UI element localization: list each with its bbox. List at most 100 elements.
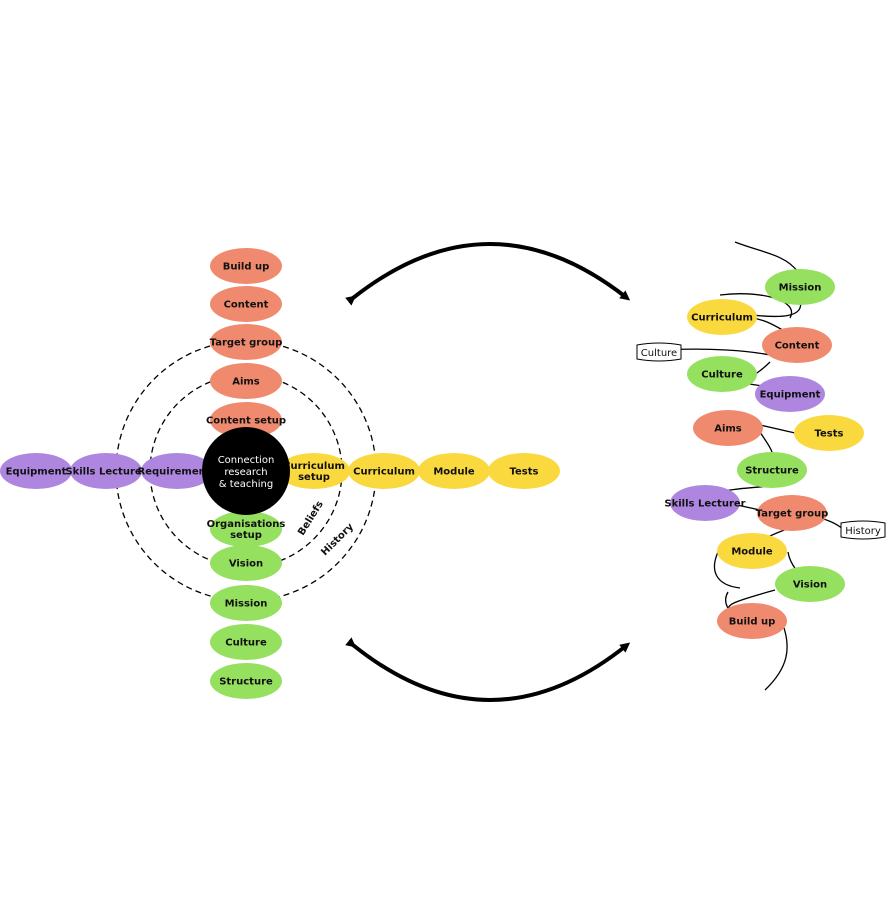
node-shape bbox=[0, 453, 72, 489]
cross-node-structure: Structure bbox=[210, 663, 282, 699]
chain-node-vision: Vision bbox=[775, 566, 845, 602]
cross-node-curriculum: Curriculum bbox=[348, 453, 420, 489]
node-shape bbox=[210, 248, 282, 284]
node-label: Build up bbox=[729, 617, 776, 628]
node-label: Curriculum bbox=[353, 467, 415, 478]
chain-node-culture: Culture bbox=[687, 356, 757, 392]
node-label: Vision bbox=[793, 580, 827, 591]
cross-node-target-group: Target group bbox=[210, 324, 283, 360]
node-label: Content setup bbox=[206, 416, 286, 427]
cross-node-vision: Vision bbox=[210, 545, 282, 581]
node-label: setup bbox=[230, 530, 262, 541]
node-shape bbox=[418, 453, 490, 489]
node-label: Requirements bbox=[138, 467, 217, 478]
chain-node-target-group: Target group bbox=[756, 495, 829, 531]
center-label-line-2: research bbox=[224, 467, 267, 478]
node-shape bbox=[687, 356, 757, 392]
center-node: Connection research & teaching bbox=[202, 427, 290, 515]
node-shape bbox=[765, 269, 835, 305]
node-shape bbox=[794, 415, 864, 451]
node-label: Target group bbox=[756, 509, 829, 520]
node-shape bbox=[693, 410, 763, 446]
node-label: Aims bbox=[232, 377, 260, 388]
culture-flag-label: Culture bbox=[641, 348, 677, 359]
node-label: Structure bbox=[219, 677, 273, 688]
node-shape bbox=[757, 495, 827, 531]
cross-node-content-setup: Content setup bbox=[206, 402, 286, 438]
center-label-line-1: Connection bbox=[218, 455, 275, 466]
node-shape bbox=[717, 533, 787, 569]
culture-flag: Culture bbox=[636, 342, 682, 362]
node-shape bbox=[70, 453, 142, 489]
top-curved-arrow bbox=[345, 242, 631, 306]
cross-node-equipment: Equipment bbox=[0, 453, 72, 489]
node-label: setup bbox=[298, 472, 330, 483]
history-flag-label: History bbox=[845, 526, 881, 537]
chain-node-module: Module bbox=[717, 533, 787, 569]
chain-node-curriculum: Curriculum bbox=[687, 299, 757, 335]
node-shape bbox=[210, 363, 282, 399]
chain-node-aims: Aims bbox=[693, 410, 763, 446]
node-label: Vision bbox=[229, 559, 263, 570]
cross-node-culture: Culture bbox=[210, 624, 282, 660]
node-label: Skills Lecturer bbox=[65, 467, 146, 478]
node-label: Curriculum bbox=[283, 461, 345, 472]
node-shape bbox=[737, 452, 807, 488]
node-label: Mission bbox=[225, 599, 268, 610]
node-shape bbox=[210, 511, 282, 547]
node-label: Target group bbox=[210, 338, 283, 349]
node-shape bbox=[762, 327, 832, 363]
chain-node-mission: Mission bbox=[765, 269, 835, 305]
node-label: Skills Lecturer bbox=[664, 499, 745, 510]
cross-node-skills-lecturer: Skills Lecturer bbox=[65, 453, 147, 489]
node-label: Tests bbox=[815, 429, 844, 440]
node-shape bbox=[348, 453, 420, 489]
node-shape bbox=[278, 453, 350, 489]
node-shape bbox=[210, 286, 282, 322]
ring-label-history: History bbox=[319, 521, 356, 558]
bottom-curved-arrow bbox=[345, 637, 631, 702]
node-label: Culture bbox=[225, 638, 267, 649]
node-shape bbox=[141, 453, 213, 489]
cross-node-content: Content bbox=[210, 286, 282, 322]
node-label: Module bbox=[433, 467, 475, 478]
chain-node-equipment: Equipment bbox=[755, 376, 825, 412]
chain-node-structure: Structure bbox=[737, 452, 807, 488]
node-shape bbox=[210, 624, 282, 660]
node-shape bbox=[210, 585, 282, 621]
node-label: Module bbox=[731, 547, 773, 558]
node-label: Equipment bbox=[760, 390, 821, 401]
chain-node-tests: Tests bbox=[794, 415, 864, 451]
node-label: Build up bbox=[223, 262, 270, 273]
cross-node-aims: Aims bbox=[210, 363, 282, 399]
node-shape bbox=[687, 299, 757, 335]
node-shape bbox=[210, 663, 282, 699]
node-label: Mission bbox=[779, 283, 822, 294]
cross-node-module: Module bbox=[418, 453, 490, 489]
node-shape bbox=[717, 603, 787, 639]
cross-node-tests: Tests bbox=[488, 453, 560, 489]
node-shape bbox=[210, 402, 282, 438]
cross-node-requirements: Requirements bbox=[138, 453, 217, 489]
chain-node-content: Content bbox=[762, 327, 832, 363]
node-shape bbox=[210, 324, 282, 360]
node-shape bbox=[775, 566, 845, 602]
node-label: Curriculum bbox=[691, 313, 753, 324]
chain-node-skills-lecturer: Skills Lecturer bbox=[664, 485, 746, 521]
node-label: Tests bbox=[510, 467, 539, 478]
cross-node-mission: Mission bbox=[210, 585, 282, 621]
node-label: Content bbox=[775, 341, 820, 352]
node-shape bbox=[210, 545, 282, 581]
node-label: Organisations bbox=[207, 519, 286, 530]
center-label-line-3: & teaching bbox=[219, 479, 273, 490]
node-label: Structure bbox=[745, 466, 799, 477]
unstructured-diagram: Culture History MissionCurriculumContent… bbox=[636, 241, 886, 691]
chain-node-build-up: Build up bbox=[717, 603, 787, 639]
node-label: Aims bbox=[714, 424, 742, 435]
transition-arrows bbox=[345, 242, 631, 702]
